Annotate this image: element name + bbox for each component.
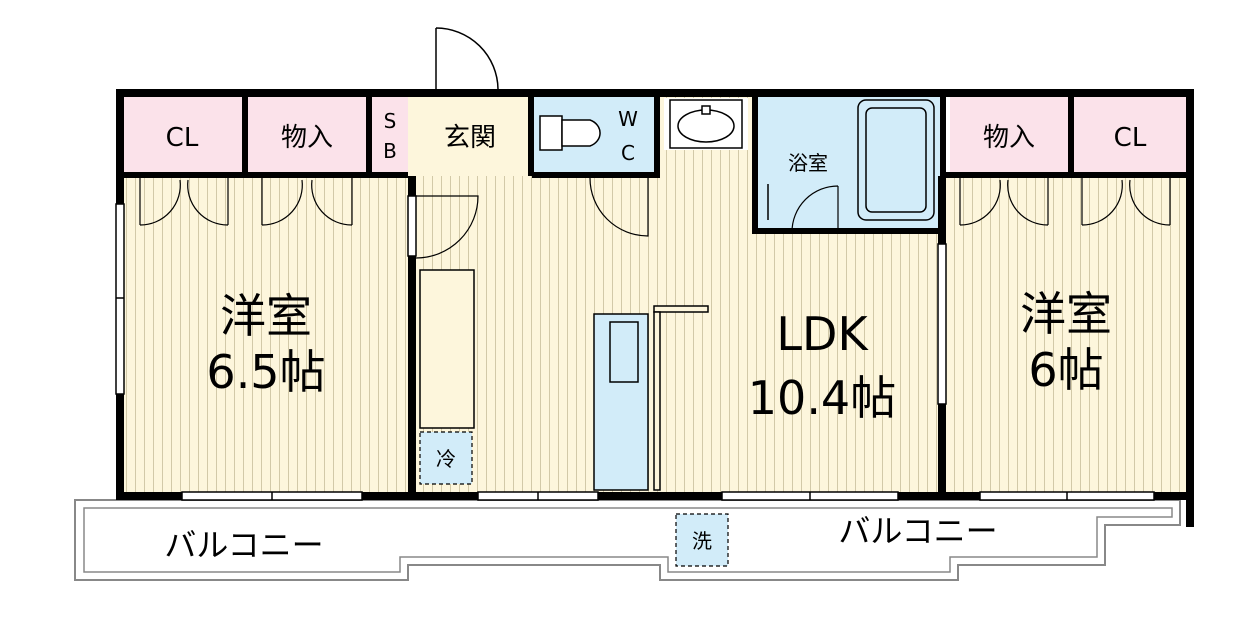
bath-label: 浴室 [788, 151, 828, 175]
west-room-size: 6.5帖 [206, 345, 325, 399]
washer-box [675, 513, 729, 567]
washer-label: 洗 [692, 529, 712, 553]
entrance-fill [408, 96, 532, 176]
fridge-box [419, 431, 473, 485]
sink-icon [669, 99, 743, 149]
west-window [115, 203, 125, 395]
ldk-name: LDK [776, 307, 869, 361]
kitchen-counter [593, 305, 709, 491]
balcony-left-label: バルコニー [164, 526, 323, 564]
storage-right-fill [950, 96, 1068, 176]
bathtub-icon [767, 99, 935, 221]
shoebox-label-1: S [384, 109, 397, 133]
shoebox-label-2: B [383, 139, 397, 163]
balcony [74, 499, 1181, 581]
entrance-label: 玄関 [444, 123, 496, 153]
closet-left-fill [122, 96, 242, 176]
bath-fill [758, 96, 946, 228]
toilet-label-c: C [621, 141, 635, 165]
closet-left-label: CL [166, 123, 199, 153]
storage-left-fill [248, 96, 366, 176]
closet-doors [139, 177, 1171, 259]
storage-right-label: 物入 [983, 123, 1035, 153]
sliding-doors [407, 195, 947, 405]
east-room-size: 6帖 [1028, 343, 1103, 397]
closet-right-label: CL [1114, 123, 1147, 153]
shoebox-fill [372, 96, 408, 176]
east-room-floor [944, 176, 1186, 494]
balcony-right-label: バルコニー [838, 512, 997, 550]
toilet-icon [539, 115, 601, 151]
south-windows [181, 491, 1155, 501]
west-room-name: 洋室 [220, 289, 312, 343]
west-room-floor [122, 176, 412, 494]
fridge-label: 冷 [436, 447, 456, 471]
toilet-label-w: W [618, 107, 638, 131]
closet-right-fill [1074, 96, 1186, 176]
shelf [419, 269, 475, 429]
ldk-size: 10.4帖 [748, 371, 896, 425]
east-room-name: 洋室 [1020, 287, 1112, 341]
storage-left-label: 物入 [281, 123, 333, 153]
entrance-door [435, 27, 499, 90]
